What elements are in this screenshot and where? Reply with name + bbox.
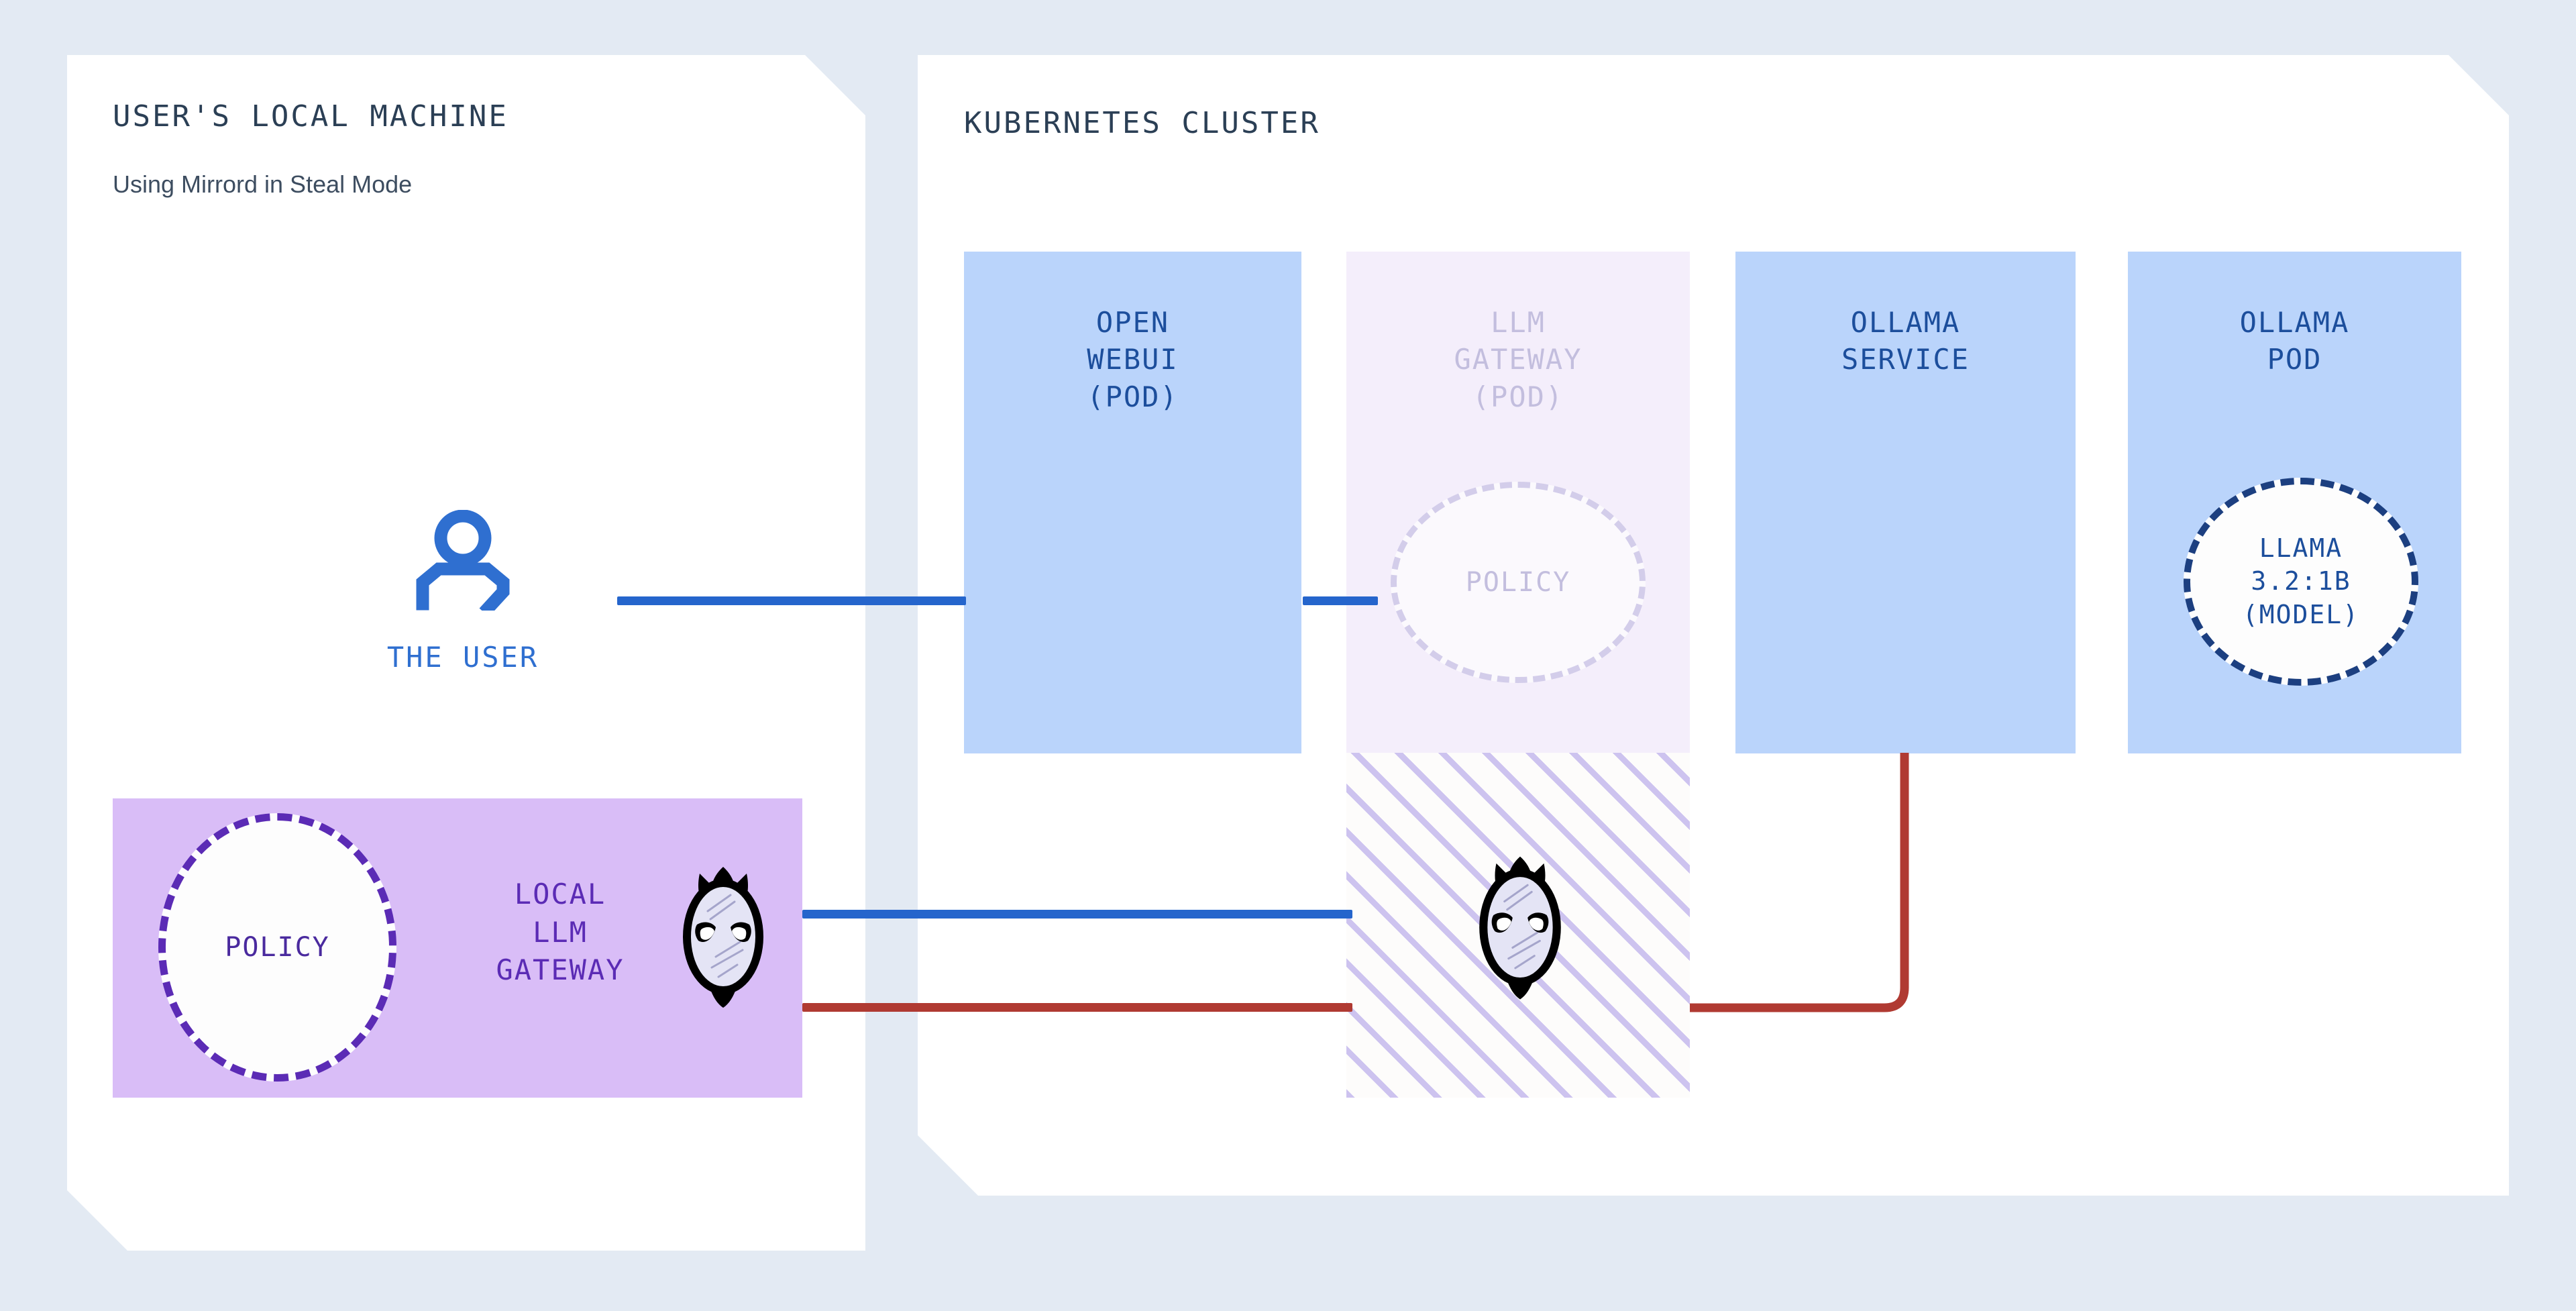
mirrord-mascot-icon [673, 856, 773, 1010]
box-open-webui[interactable]: OPEN WEBUI (POD) [964, 252, 1301, 753]
connector-local-gateway-to-ollama-service [802, 1003, 1352, 1012]
box-ollama-service-label: OLLAMA SERVICE [1841, 306, 1970, 376]
panel-local-machine-subtitle: Using Mirrord in Steal Mode [113, 170, 413, 198]
box-ollama-pod-label: OLLAMA POD [2239, 306, 2350, 376]
gateway-policy-label: POLICY [1465, 567, 1571, 598]
local-policy-circle: POLICY [158, 813, 396, 1082]
user-icon [409, 509, 517, 617]
connector-user-to-open-webui [617, 596, 966, 605]
user-label: THE USER [386, 641, 539, 674]
connector-local-gateway-to-steal-region [802, 910, 1352, 919]
box-ollama-service[interactable]: OLLAMA SERVICE [1735, 252, 2076, 753]
connector-open-webui-to-llm-gateway [1303, 596, 1378, 605]
panel-kubernetes-cluster-title: KUBERNETES CLUSTER [964, 106, 1320, 140]
box-llm-gateway-label: LLM GATEWAY (POD) [1454, 306, 1582, 413]
local-llm-gateway-label: LOCAL LLM GATEWAY [496, 878, 625, 987]
mirrord-mascot-icon [1469, 844, 1571, 1004]
gateway-policy-circle: POLICY [1391, 482, 1646, 683]
llama-model-label: LLAMA 3.2:1B (MODEL) [2242, 533, 2360, 629]
box-open-webui-label: OPEN WEBUI (POD) [1087, 306, 1179, 413]
connector-red-elbow [1690, 753, 1909, 1012]
llama-model-circle: LLAMA 3.2:1B (MODEL) [2184, 478, 2418, 686]
local-policy-label: POLICY [225, 932, 330, 963]
panel-local-machine-title: USER'S LOCAL MACHINE [113, 99, 508, 134]
